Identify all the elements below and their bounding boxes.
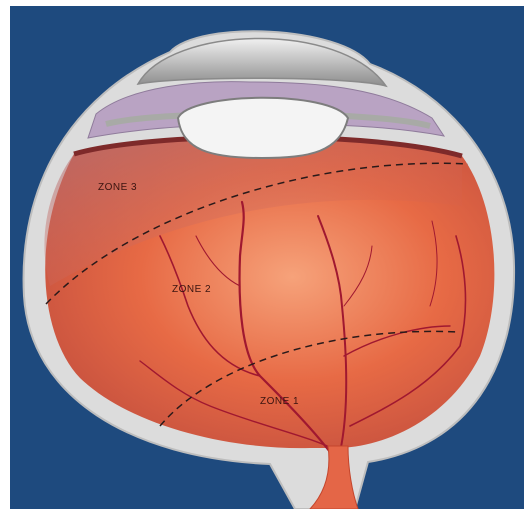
zone-2-label: ZONE 2 (172, 284, 211, 295)
zone-1-label: ZONE 1 (260, 396, 299, 407)
zone-3-label: ZONE 3 (98, 182, 137, 193)
eye-diagram-panel: ZONE 3 ZONE 2 ZONE 1 (10, 6, 524, 509)
eye-cross-section-diagram: ZONE 3 ZONE 2 ZONE 1 (10, 6, 524, 509)
cornea (138, 38, 386, 86)
lens (178, 98, 348, 158)
